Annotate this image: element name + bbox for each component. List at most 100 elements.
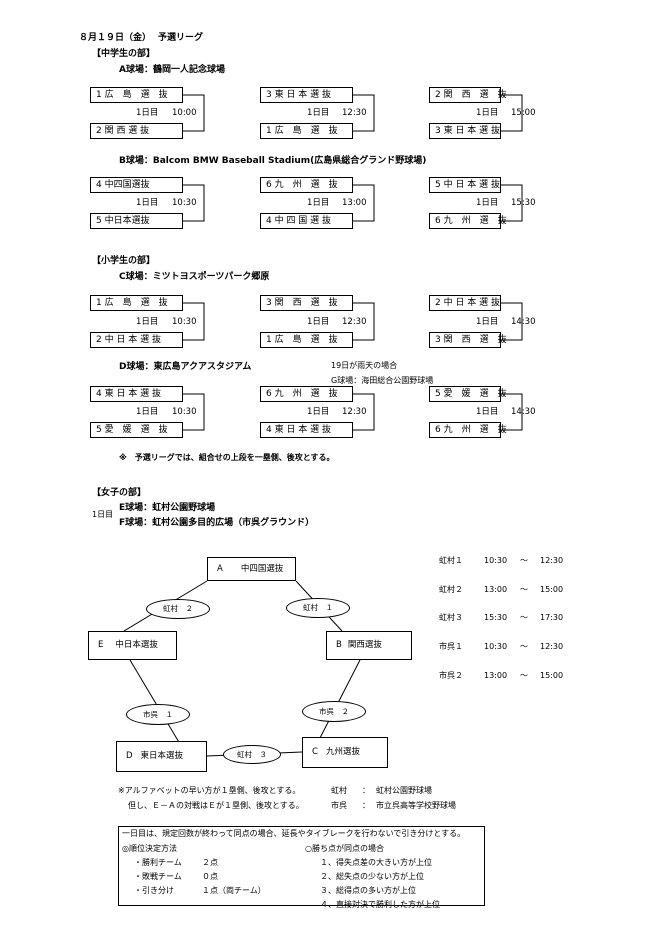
team-name: 関西選抜: [347, 640, 382, 651]
schedule-end: 12:30: [540, 556, 564, 565]
team-box: 6 九 州 選 抜: [260, 177, 353, 193]
women-heading: 【女子の部】: [92, 488, 147, 498]
match-day: 1日目: [476, 317, 499, 327]
team-letter: C: [312, 747, 318, 758]
schedule-sep: ～: [520, 556, 528, 565]
date: ８月１９日（金）: [79, 33, 152, 43]
venue-a: A球場：鶴岡一人記念球場: [119, 65, 225, 75]
rules-line: 一日目は、規定回数が終わって同点の場合、延長やタイブレークを行わないで引き分けと…: [122, 829, 466, 838]
team-box: 5 中 日 本 選 抜: [429, 177, 501, 193]
team-box: 4 中 四 国 選 抜: [260, 213, 353, 229]
ranking-title: ◎順位決定方法: [122, 844, 177, 853]
tiebreak-rule: ４、直接対決で勝利した方が上位: [320, 900, 440, 909]
tiebreak-rule: １、得失点差の大きい方が上位: [320, 858, 432, 867]
team-box: 4 中四国選抜: [90, 177, 183, 193]
team-box: 2 関 西 選 抜: [90, 123, 183, 139]
match-time: 12:30: [342, 317, 367, 327]
match-day: 1日目: [307, 317, 330, 327]
match-day: 1日目: [307, 108, 330, 118]
team-name: 中日本選抜: [115, 640, 158, 651]
match-day: 1日目: [136, 198, 159, 208]
match-time: 10:00: [172, 108, 197, 118]
women-note-2: 但し、Ｅ－Ａの対戦はＥが１塁側、後攻とする。: [128, 801, 304, 810]
legend-sep: ：: [362, 801, 370, 810]
team-box: 3 東 日 本 選 抜: [260, 87, 353, 103]
match-label-de: 市呉 １: [126, 704, 190, 725]
match-day: 1日目: [307, 407, 330, 417]
team-a-box: A 中四国選抜: [207, 557, 296, 581]
schedule-sep: ～: [520, 613, 528, 622]
team-box: 3 関 西 選 抜: [260, 295, 353, 311]
legend-value: 虹村公園野球場: [376, 786, 432, 795]
schedule-sep: ～: [520, 642, 528, 651]
team-e-box: E 中日本選抜: [88, 631, 177, 660]
women-day: 1日目: [92, 510, 114, 519]
match-day: 1日目: [476, 198, 499, 208]
schedule-start: 15:30: [484, 613, 508, 622]
venue-f: F球場：虹村公園多目的広場（市呉グラウンド）: [119, 518, 315, 528]
schedule-end: 17:30: [540, 613, 564, 622]
team-box: 1 広 島 選 抜: [90, 87, 183, 103]
team-box: 5 愛 媛 選 抜: [90, 422, 183, 438]
tiebreak-title: ○勝ち点が同点の場合: [305, 844, 384, 853]
legend-key: 市呉: [331, 801, 347, 810]
team-box: 2 中 日 本 選 抜: [429, 295, 501, 311]
team-box: 2 関 西 選 抜: [429, 87, 507, 103]
team-name: 九州選抜: [325, 747, 360, 758]
schedule-end: 15:00: [540, 671, 564, 680]
match-time: 10:30: [172, 317, 197, 327]
women-note-1: ※アルファベットの早い方が１塁側、後攻とする。: [118, 786, 301, 795]
schedule-sep: ～: [520, 585, 528, 594]
schedule-name: 虹村１: [439, 556, 463, 565]
match-time: 13:00: [342, 198, 367, 208]
page-title: 予選リーグ: [158, 33, 204, 43]
team-box: 4 東 日 本 選 抜: [260, 422, 353, 438]
tiebreak-rule: ３、総得点の多い方が上位: [320, 886, 416, 895]
venue-e: E球場：虹村公園野球場: [119, 503, 216, 513]
match-time: 14:30: [511, 407, 536, 417]
legend-key: 虹村: [331, 786, 347, 795]
match-day: 1日目: [136, 317, 159, 327]
team-box: 3 関 西 選 抜: [429, 332, 507, 348]
schedule-name: 市呉１: [439, 642, 463, 651]
team-box: 1 広 島 選 抜: [260, 332, 353, 348]
match-time: 15:30: [511, 198, 536, 208]
team-box: 1 広 島 選 抜: [90, 295, 183, 311]
team-box: 6 九 州 選 抜: [429, 422, 507, 438]
match-label-bc: 市呉 ２: [302, 701, 366, 722]
team-box: 5 中日本選抜: [90, 213, 183, 229]
tiebreak-rule: ２、総失点の少ない方が上位: [320, 872, 424, 881]
team-c-box: C 九州選抜: [302, 737, 388, 768]
team-letter: D: [126, 751, 133, 762]
schedule-start: 13:00: [484, 585, 508, 594]
schedule-start: 13:00: [484, 671, 508, 680]
venue-d: D球場：東広島アクアスタジアム: [119, 362, 252, 372]
legend-sep: ：: [362, 786, 370, 795]
schedule-sep: ～: [520, 671, 528, 680]
match-time: 10:30: [172, 407, 197, 417]
points-label: ・引き分け: [134, 886, 174, 895]
legend-value: 市立呉高等学校野球場: [376, 801, 456, 810]
match-day: 1日目: [476, 407, 499, 417]
team-letter: B: [336, 640, 342, 651]
team-box: 6 九 州 選 抜: [260, 386, 353, 402]
venue-b: B球場：Balcom BMW Baseball Stadium(広島県総合グラン…: [119, 156, 427, 166]
match-label-ab: 虹村 １: [286, 598, 350, 618]
match-label-cd: 虹村 ３: [223, 745, 281, 764]
match-time: 14:30: [511, 317, 536, 327]
team-box: 3 東 日 本 選 抜: [429, 123, 501, 139]
team-d-box: D 東日本選抜: [116, 741, 207, 772]
team-box: 5 愛 媛 選 抜: [429, 386, 507, 402]
schedule-start: 10:30: [484, 642, 508, 651]
team-letter: E: [98, 640, 104, 651]
schedule-end: 15:00: [540, 585, 564, 594]
points-value: １点（両チーム）: [202, 886, 266, 895]
team-box: 2 中 日 本 選 抜: [90, 332, 183, 348]
schedule-name: 市呉２: [439, 671, 463, 680]
match-day: 1日目: [136, 108, 159, 118]
match-day: 1日目: [307, 198, 330, 208]
team-name: 東日本選抜: [140, 751, 184, 762]
match-day: 1日目: [476, 108, 499, 118]
match-time: 12:30: [342, 108, 367, 118]
points-value: ２点: [202, 858, 218, 867]
